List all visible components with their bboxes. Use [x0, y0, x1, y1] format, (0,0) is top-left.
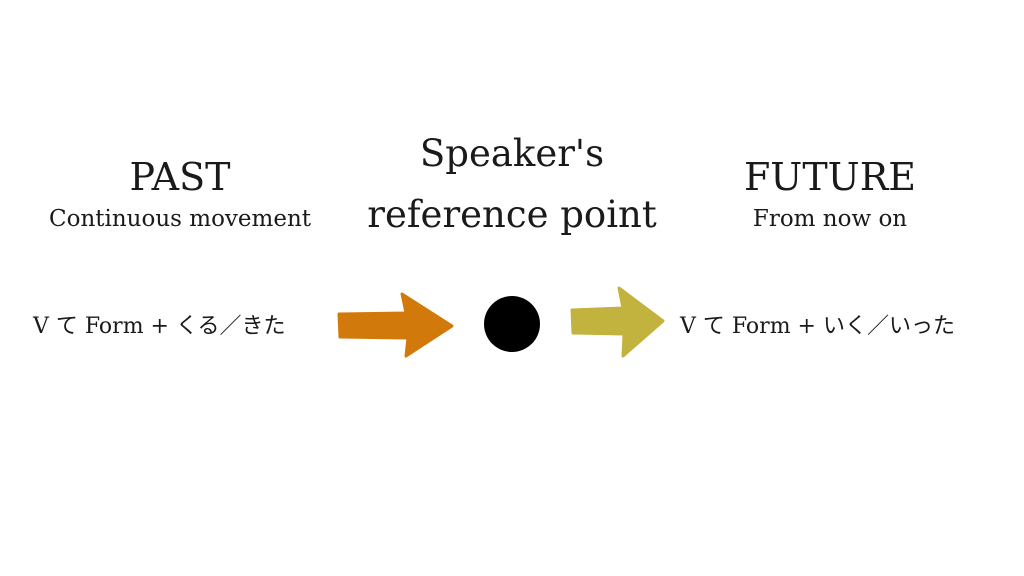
past-arrow-shape: [337, 292, 454, 358]
past-heading: PAST: [129, 155, 231, 199]
future-arrow-shape: [570, 286, 665, 358]
past-formula: V て Form + くる／きた: [33, 314, 286, 339]
future-arrow-icon: [570, 286, 665, 358]
past-subtitle: Continuous movement: [49, 206, 311, 232]
reference-heading-line2: reference point: [367, 193, 657, 236]
future-subtitle: From now on: [752, 206, 908, 232]
reference-heading-line1: Speaker's: [419, 132, 605, 175]
future-formula: V て Form + いく／いった: [680, 314, 955, 339]
past-arrow-icon: [337, 292, 454, 358]
reference-point-dot: [484, 296, 540, 352]
future-heading: FUTURE: [743, 155, 917, 199]
